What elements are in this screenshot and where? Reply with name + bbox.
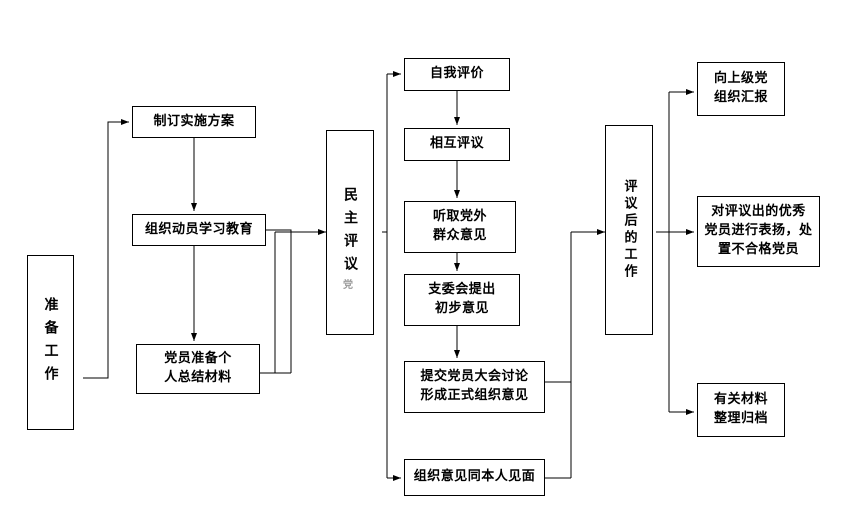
node-appr-4[interactable]: 支委会提出 初步意见 xyxy=(404,274,520,326)
node-prep-2-label: 组织动员学习教育 xyxy=(144,221,253,237)
stage-appraisal[interactable]: 民主评议 xyxy=(326,130,374,335)
node-prep-1-label: 制订实施方案 xyxy=(153,113,235,129)
node-after-2-label: 对评议出的优秀 党员进行表扬，处 置不合格党员 xyxy=(704,204,813,257)
node-appr-5[interactable]: 提交党员大会讨论 形成正式组织意见 xyxy=(404,361,545,413)
node-appr-5-label: 提交党员大会讨论 形成正式组织意见 xyxy=(420,369,529,403)
node-after-3-label: 有关材料 整理归档 xyxy=(713,392,768,426)
node-appr-2-label: 相互评议 xyxy=(429,136,484,152)
node-after-1-label: 向上级党 组织汇报 xyxy=(713,71,768,105)
node-after-3[interactable]: 有关材料 整理归档 xyxy=(697,383,785,437)
node-after-2[interactable]: 对评议出的优秀 党员进行表扬，处 置不合格党员 xyxy=(697,196,820,267)
node-prep-3-label: 党员准备个 人总结材料 xyxy=(164,351,232,385)
stage-preparation-label: 准备工作 xyxy=(42,296,59,389)
node-appr-1-label: 自我评价 xyxy=(429,66,484,82)
node-after-1[interactable]: 向上级党 组织汇报 xyxy=(697,62,785,116)
node-prep-2[interactable]: 组织动员学习教育 xyxy=(132,214,266,246)
stage-preparation[interactable]: 准备工作 xyxy=(27,255,74,430)
edge-step2-rail xyxy=(266,229,292,373)
node-appr-3-label: 听取党外 群众意见 xyxy=(432,209,487,243)
node-appr-6-label: 组织意见同本人见面 xyxy=(413,469,536,485)
stage-after-appraisal-label: 评议后的工作 xyxy=(621,179,637,281)
node-appr-2[interactable]: 相互评议 xyxy=(404,128,510,161)
node-prep-1[interactable]: 制订实施方案 xyxy=(132,106,256,138)
node-appr-6[interactable]: 组织意见同本人见面 xyxy=(404,459,545,496)
node-appr-3[interactable]: 听取党外 群众意见 xyxy=(404,201,516,253)
stage-appraisal-label: 民主评议 xyxy=(342,186,358,279)
node-appr-1[interactable]: 自我评价 xyxy=(404,58,510,91)
stage-after-appraisal[interactable]: 评议后的工作 xyxy=(605,125,653,335)
watermark-mark: 党 xyxy=(343,280,353,291)
node-appr-4-label: 支委会提出 初步意见 xyxy=(428,282,496,316)
node-prep-3[interactable]: 党员准备个 人总结材料 xyxy=(136,344,260,394)
edge-prep-to-step1 xyxy=(83,119,129,379)
